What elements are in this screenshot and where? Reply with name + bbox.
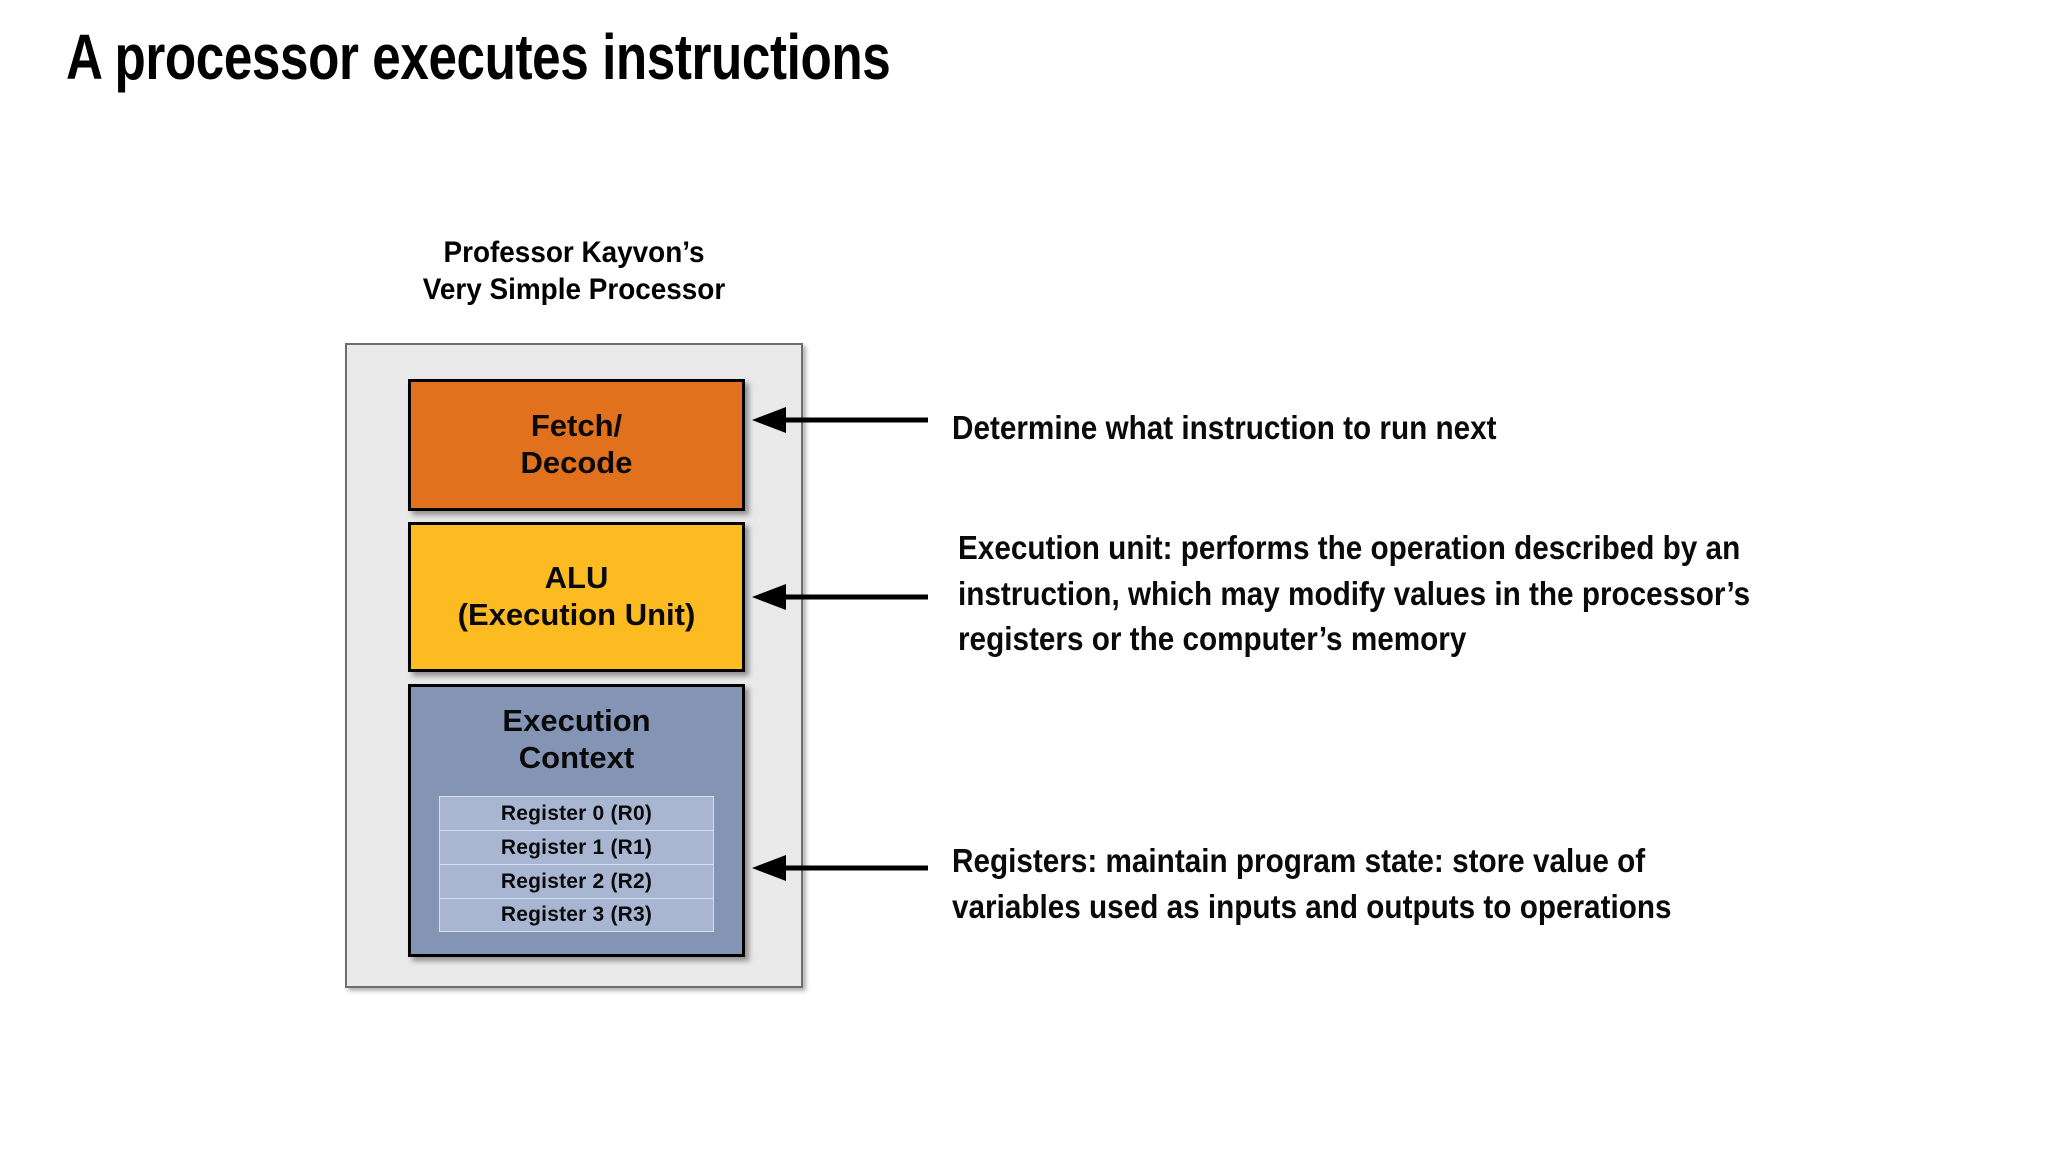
register-file: Register 0 (R0) Register 1 (R1) Register… bbox=[439, 796, 714, 932]
alu-arrow bbox=[752, 582, 928, 612]
registers-callout-line-2: variables used as inputs and outputs to … bbox=[952, 887, 1672, 925]
execution-context-label-line-2: Context bbox=[518, 739, 635, 775]
page-title: A processor executes instructions bbox=[66, 21, 891, 93]
registers-callout: Registers: maintain program state: store… bbox=[952, 838, 1672, 929]
fetch-decode-callout-line-1: Determine what instruction to run next bbox=[952, 409, 1497, 446]
alu-callout-line-3: registers or the computer’s memory bbox=[958, 620, 1467, 658]
processor-chassis: Fetch/ Decode ALU (Execution Unit) Execu… bbox=[345, 343, 803, 988]
diagram-caption-line-1: Professor Kayvon’s bbox=[443, 236, 705, 269]
register-row[interactable]: Register 2 (R2) bbox=[439, 864, 714, 898]
register-row[interactable]: Register 3 (R3) bbox=[439, 898, 714, 932]
fetch-decode-callout: Determine what instruction to run next bbox=[952, 405, 1497, 451]
execution-context-label-line-1: Execution bbox=[502, 703, 651, 738]
register-label: Register 0 (R0) bbox=[500, 801, 653, 825]
fetch-decode-block[interactable]: Fetch/ Decode bbox=[408, 379, 745, 511]
alu-callout-line-1: Execution unit: performs the operation d… bbox=[958, 529, 1741, 566]
fetch-decode-label-line-1: Fetch/ bbox=[530, 408, 623, 444]
register-row[interactable]: Register 0 (R0) bbox=[439, 796, 714, 830]
execution-context-block[interactable]: Execution Context Register 0 (R0) Regist… bbox=[408, 684, 745, 957]
diagram-caption-line-2: Very Simple Processor bbox=[422, 272, 726, 306]
alu-callout: Execution unit: performs the operation d… bbox=[958, 525, 1750, 662]
register-row[interactable]: Register 1 (R1) bbox=[439, 830, 714, 864]
alu-label-line-2: (Execution Unit) bbox=[457, 597, 696, 632]
diagram-caption: Professor Kayvon’s Very Simple Processor bbox=[361, 235, 787, 308]
register-label: Register 1 (R1) bbox=[500, 835, 653, 859]
register-label: Register 3 (R3) bbox=[500, 903, 653, 926]
registers-callout-line-1: Registers: maintain program state: store… bbox=[952, 842, 1646, 879]
alu-callout-line-2: instruction, which may modify values in … bbox=[958, 574, 1751, 612]
alu-label-line-1: ALU bbox=[544, 560, 609, 596]
alu-block[interactable]: ALU (Execution Unit) bbox=[408, 522, 745, 672]
register-label: Register 2 (R2) bbox=[500, 869, 653, 893]
fetch-decode-label-line-2: Decode bbox=[520, 445, 633, 480]
registers-arrow bbox=[752, 853, 928, 883]
fetch-decode-arrow bbox=[752, 405, 928, 435]
